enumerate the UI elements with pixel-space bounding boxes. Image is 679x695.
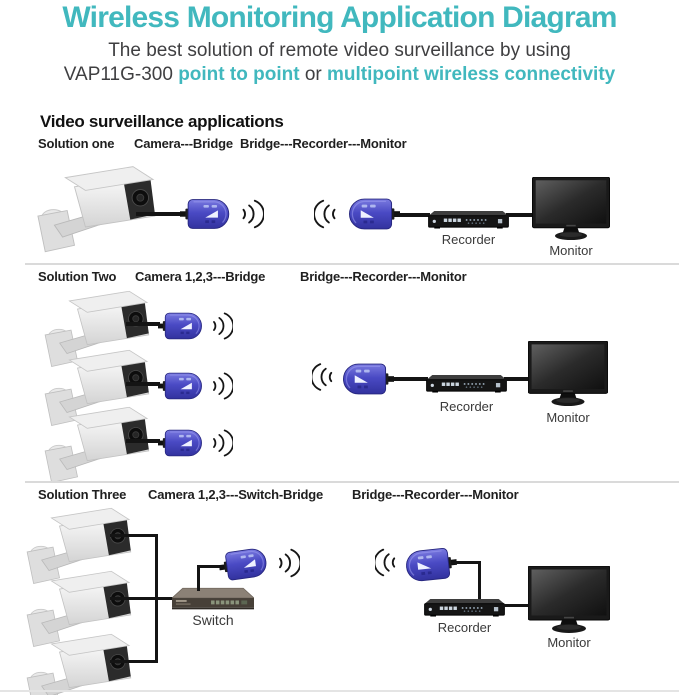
section-heading: Video surveillance applications xyxy=(40,112,284,131)
cable-line xyxy=(452,561,481,564)
monitor-label: Monitor xyxy=(549,243,593,258)
wireless-bridge-icon xyxy=(158,310,208,342)
cable-line xyxy=(126,322,160,326)
cable-line xyxy=(136,212,184,216)
cable-line xyxy=(110,660,158,663)
conjunction: or xyxy=(304,64,322,85)
wifi-signal-icon xyxy=(314,196,338,232)
monitor-label: Monitor xyxy=(547,635,591,650)
cable-line xyxy=(126,439,160,443)
cable-line xyxy=(110,534,158,537)
monitor-label: Monitor xyxy=(546,410,590,425)
solution-three-section: Solution Three Camera 1,2,3---Switch-Bri… xyxy=(0,481,679,695)
cable-line xyxy=(126,382,160,386)
cable-line xyxy=(197,565,222,568)
wireless-bridge-icon xyxy=(397,544,458,586)
wifi-signal-icon xyxy=(211,309,233,343)
cable-line xyxy=(506,213,534,217)
wireless-bridge-icon xyxy=(180,196,236,232)
solution-three-name: Solution Three xyxy=(38,487,127,502)
monitor-icon xyxy=(532,177,610,241)
solution-two-section: Solution Two Camera 1,2,3---Bridge Bridg… xyxy=(0,263,679,481)
solution-one-topology-right: Bridge---Recorder---Monitor xyxy=(240,136,407,151)
wireless-bridge-icon xyxy=(336,361,394,397)
wifi-signal-icon xyxy=(211,369,233,403)
recorder-label: Recorder xyxy=(439,399,494,414)
cctv-camera-icon xyxy=(40,404,162,489)
cable-line xyxy=(394,213,430,217)
wifi-signal-icon xyxy=(211,426,233,460)
wireless-bridge-icon xyxy=(342,196,400,232)
solution-two-topology-left: Camera 1,2,3---Bridge xyxy=(135,269,266,284)
wifi-signal-icon xyxy=(312,359,334,395)
wifi-signal-icon xyxy=(240,196,264,232)
solution-three-topology-left: Camera 1,2,3---Switch-Bridge xyxy=(148,487,324,502)
monitor-icon xyxy=(528,566,610,634)
wifi-signal-icon xyxy=(277,545,300,581)
cable-line xyxy=(478,561,481,601)
wireless-bridge-icon xyxy=(217,543,275,584)
model-name: VAP11G-300 xyxy=(63,64,173,85)
cctv-camera-icon xyxy=(22,631,144,695)
cable-line xyxy=(503,604,530,607)
solution-one-section: Solution one Camera---Bridge Bridge---Re… xyxy=(0,133,679,263)
cable-line xyxy=(390,377,428,381)
recorder-label: Recorder xyxy=(441,232,496,247)
cable-line xyxy=(504,377,530,381)
solution-two-name: Solution Two xyxy=(38,269,117,284)
cable-line xyxy=(110,597,176,600)
recorder-icon xyxy=(426,374,507,393)
solution-two-topology-right: Bridge---Recorder---Monitor xyxy=(300,269,467,284)
cable-line xyxy=(155,534,158,663)
page-title: Wireless Monitoring Application Diagram xyxy=(62,1,617,34)
section-divider xyxy=(25,481,679,483)
highlight-multipoint: multipoint wireless connectivity xyxy=(327,64,616,85)
switch-label: Switch xyxy=(192,612,234,628)
highlight-point-to-point: point to point xyxy=(178,64,300,85)
subtitle-line1: The best solution of remote video survei… xyxy=(108,40,571,61)
recorder-icon xyxy=(428,210,509,229)
recorder-label: Recorder xyxy=(437,620,492,635)
monitor-icon xyxy=(528,341,608,407)
network-switch-icon xyxy=(172,587,254,611)
solution-one-topology-left: Camera---Bridge xyxy=(134,136,233,151)
subtitle-line2: VAP11G-300 point to point or multipoint … xyxy=(0,64,679,86)
wireless-bridge-icon xyxy=(158,370,208,402)
cctv-camera-icon xyxy=(32,163,170,259)
wireless-bridge-icon xyxy=(158,427,208,459)
section-divider xyxy=(25,263,679,265)
cable-line xyxy=(197,565,200,591)
wifi-signal-icon xyxy=(375,545,397,580)
recorder-icon xyxy=(424,598,505,617)
solution-one-name: Solution one xyxy=(38,136,115,151)
bottom-divider xyxy=(0,690,679,692)
solution-three-topology-right: Bridge---Recorder---Monitor xyxy=(352,487,519,502)
